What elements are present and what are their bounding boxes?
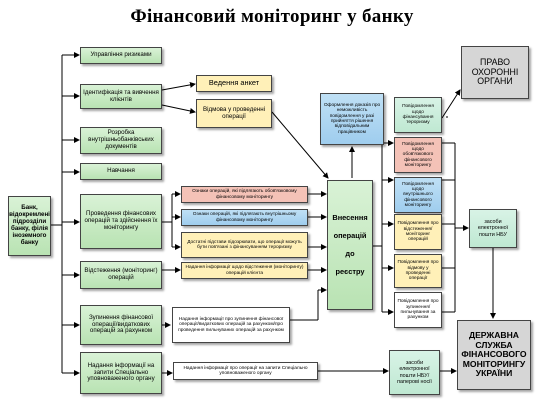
evidence-note-label: Оформлення доказів про неможливість пові… — [323, 102, 381, 135]
notification-label: Повідомлення про відстеження/ моніторинг… — [397, 221, 439, 243]
refusal-label: Відмова у проведенні операції — [202, 105, 265, 120]
request-info-box: Надання інформації про операції на запит… — [173, 362, 318, 380]
function-label: Зупинення фінансової операції/видаткових… — [88, 313, 154, 335]
evidence-note-box: Оформлення доказів про неможливість пові… — [320, 93, 384, 145]
function-risk-management: Управління ризиками — [80, 47, 162, 64]
notification-label: Повідомлення щодо обов'язкового фінансов… — [402, 141, 434, 169]
notification-internal: Повідомлення щодо внутрішнього фінансово… — [394, 177, 442, 213]
function-label: Проведення фінансових операцій та здійсн… — [84, 210, 158, 231]
function-label: Надання інформації на запити Спеціально … — [87, 361, 155, 383]
law-enforcement-label: ПРАВО ОХОРОННІ ОРГАНИ — [471, 56, 519, 87]
paper-channel: засоби електронної пошти НБУ/ паперові н… — [389, 350, 440, 395]
nbu-email-channel: засоби електронної пошти НБУ — [469, 209, 517, 248]
register-label: Внесення операцій до реєстру — [332, 213, 368, 276]
tracking-info: Надання інформації щодо відстеження (мон… — [181, 262, 308, 279]
questionnaire-label: Ведення анкет — [208, 78, 260, 88]
function-tracking: Відстеження (моніторинг) операцій — [80, 261, 162, 289]
notification-label: Повідомлення щодо фінансування тероризму — [402, 104, 434, 126]
notification-terrorism: Повідомлення щодо фінансування тероризму — [394, 97, 442, 133]
notification-suspension: Повідомлення про зупинення/ пильнування … — [394, 292, 442, 328]
function-label: Навчання — [107, 167, 135, 175]
notification-refusal: Повідомлення про відмову у проведенні оп… — [394, 254, 442, 288]
monitoring-item-label: Надання інформації щодо відстеження (мон… — [185, 265, 304, 276]
function-label: Розробка внутрішньобанківських документі… — [88, 129, 154, 150]
function-label: Відстеження (моніторинг) операцій — [84, 267, 158, 281]
request-info-label: Надання інформації про операції на запит… — [183, 365, 308, 376]
diagram-title: Фінансовий моніторинг у банку — [130, 6, 414, 27]
notification-label: Повідомлення про відмову у проведенні оп… — [397, 260, 439, 282]
monitoring-item-label: Ознаки операцій, які підлягають внутрішн… — [192, 212, 297, 223]
function-label: Управління ризиками — [90, 51, 152, 59]
mandatory-monitoring-signs: Ознаки операцій, які підлягають обов'язк… — [181, 186, 308, 203]
function-requests: Надання інформації на запити Спеціально … — [80, 352, 162, 394]
paper-channel-label: засоби електронної пошти НБУ/ паперові н… — [397, 360, 432, 385]
notification-label: Повідомлення щодо внутрішнього фінансово… — [402, 181, 434, 209]
notification-label: Повідомлення про зупинення/ пильнування … — [397, 299, 439, 321]
function-documents: Розробка внутрішньобанківських документі… — [80, 127, 162, 154]
fiu-box: ДЕРЖАВНА СЛУЖБА ФІНАНСОВОГО МОНІТОРИНГУ … — [457, 320, 531, 390]
function-label: Ідентифікація та вивчення клієнтів — [83, 88, 159, 103]
refusal-box: Відмова у проведенні операції — [196, 99, 272, 128]
law-enforcement-box: ПРАВО ОХОРОННІ ОРГАНИ — [461, 46, 529, 99]
function-training: Навчання — [80, 163, 162, 180]
notification-tracking: Повідомлення про відстеження/ моніторинг… — [394, 214, 442, 250]
notification-mandatory: Повідомлення щодо обов'язкового фінансов… — [394, 137, 442, 173]
terrorism-financing-grounds: Достатні підстави підозрювати, що операц… — [181, 232, 308, 258]
function-suspension: Зупинення фінансової операції/видаткових… — [80, 305, 162, 345]
function-operations-monitoring: Проведення фінансових операцій та здійсн… — [80, 194, 162, 249]
register-box: Внесення операцій до реєстру — [327, 180, 373, 310]
monitoring-item-label: Ознаки операцій, які підлягають обов'язк… — [192, 189, 297, 200]
suspension-info-label: Надання інформації про зупинення фінансо… — [178, 316, 284, 333]
suspension-info-box: Надання інформації про зупинення фінансо… — [172, 307, 290, 343]
questionnaire-box: Ведення анкет — [196, 75, 272, 92]
bank-label: Банк, відокремлені підрозділи банку, філ… — [9, 204, 50, 246]
function-identification: Ідентифікація та вивчення клієнтів — [80, 84, 162, 109]
monitoring-item-label: Достатні підстави підозрювати, що операц… — [187, 239, 302, 250]
nbu-email-label: засоби електронної пошти НБУ — [477, 219, 509, 238]
internal-monitoring-signs: Ознаки операцій, які підлягають внутрішн… — [181, 209, 308, 226]
bank-box: Банк, відокремлені підрозділи банку, філ… — [8, 196, 51, 256]
fiu-label: ДЕРЖАВНА СЛУЖБА ФІНАНСОВОГО МОНІТОРИНГУ … — [461, 329, 527, 379]
